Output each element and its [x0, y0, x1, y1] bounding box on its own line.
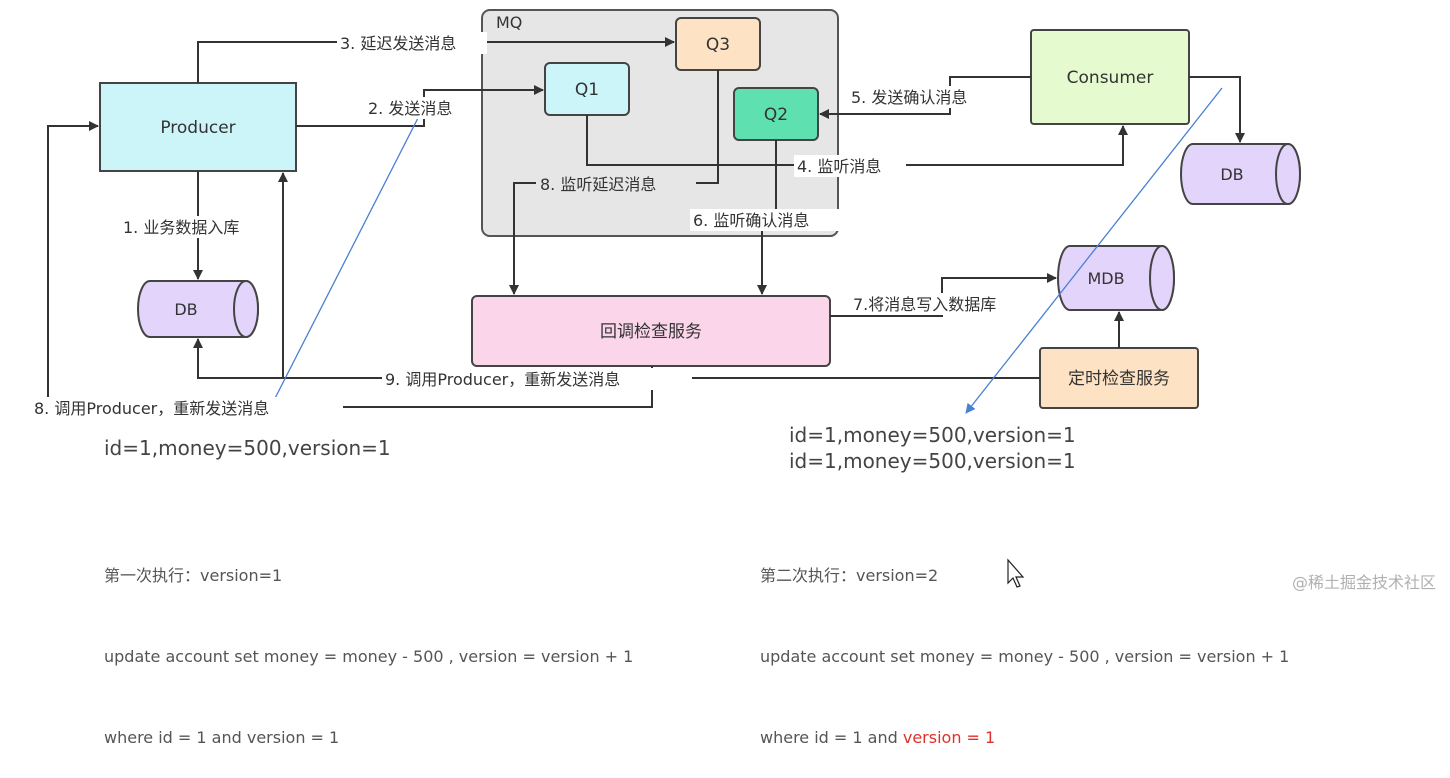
db-left-cylinder: DB: [137, 280, 259, 338]
architecture-diagram: MQ Q3 Q1 Q2 Producer Consumer DB DB: [31, 9, 1301, 588]
mdb-label: MDB: [1087, 269, 1124, 288]
edge-consumer-db: [1189, 76, 1245, 143]
edge-timer-resend: [193, 338, 1040, 379]
edge-labels: 3. 延迟发送消息 2. 发送消息 5. 发送确认消息 4. 监听消息 8. 监…: [31, 32, 1037, 419]
db-right-label: DB: [1220, 165, 1243, 184]
second-exec-sql-line2: where id = 1 and version = 1: [760, 724, 1289, 751]
callback-service-node: 回调检查服务: [471, 295, 831, 367]
timer-service-node: 定时检查服务: [1039, 347, 1199, 409]
queue-q2-label: Q2: [764, 105, 788, 125]
producer-label: Producer: [160, 118, 235, 138]
mq-label: MQ: [496, 13, 522, 32]
blue-annotation-left: [267, 117, 419, 413]
timer-service-label: 定时检查服务: [1068, 369, 1170, 389]
label-e8-listen: 8. 监听延迟消息: [540, 175, 656, 194]
label-e4: 4. 监听消息: [797, 157, 881, 176]
edge-delay-send: [197, 37, 675, 83]
right-record-text-2: id=1,money=500,version=1: [789, 449, 1076, 473]
label-e1: 1. 业务数据入库: [123, 218, 239, 237]
second-exec-block: 第二次执行：version=2 update account set money…: [760, 508, 1289, 778]
label-e6: 6. 监听确认消息: [693, 211, 809, 230]
second-exec-title: 第二次执行：version=2: [760, 566, 939, 585]
right-record-text-1: id=1,money=500,version=1: [789, 423, 1076, 447]
mdb-cylinder: MDB: [1057, 245, 1175, 311]
first-exec-sql-line1: update account set money = money - 500 ,…: [104, 647, 634, 666]
mouse-cursor-icon: [1007, 558, 1025, 588]
producer-node: Producer: [99, 82, 297, 172]
callback-service-label: 回调检查服务: [600, 322, 702, 342]
second-exec-version-highlight: version = 1: [902, 728, 996, 747]
watermark-text: @稀土掘金技术社区: [1291, 573, 1436, 592]
queue-q3-label: Q3: [706, 35, 730, 55]
queue-q3: Q3: [675, 17, 761, 71]
label-e9: 9. 调用Producer，重新发送消息: [385, 370, 620, 389]
first-exec-sql-line2: where id = 1 and version = 1: [104, 728, 340, 747]
db-right-cylinder: DB: [1180, 143, 1301, 205]
second-exec-sql-line1: update account set money = money - 500 ,…: [760, 647, 1290, 666]
label-e7: 7.将消息写入数据库: [853, 295, 996, 314]
blue-annotation-right: [965, 87, 1223, 414]
db-left-label: DB: [174, 300, 197, 319]
label-e3: 3. 延迟发送消息: [340, 34, 456, 53]
second-exec-sql-where: where id = 1 and: [760, 728, 903, 747]
annotation-lines: [267, 87, 1223, 414]
consumer-node: Consumer: [1030, 29, 1190, 125]
queue-q1-label: Q1: [575, 80, 599, 100]
queue-q1: Q1: [544, 62, 630, 116]
first-exec-block: 第一次执行：version=1 update account set money…: [104, 508, 633, 778]
left-record-text: id=1,money=500,version=1: [104, 436, 391, 460]
label-e2: 2. 发送消息: [368, 99, 452, 118]
label-e5: 5. 发送确认消息: [851, 88, 967, 107]
queue-q2: Q2: [733, 87, 819, 141]
consumer-label: Consumer: [1067, 68, 1154, 88]
label-e8-call: 8. 调用Producer，重新发送消息: [34, 399, 269, 418]
first-exec-title: 第一次执行：version=1: [104, 566, 283, 585]
